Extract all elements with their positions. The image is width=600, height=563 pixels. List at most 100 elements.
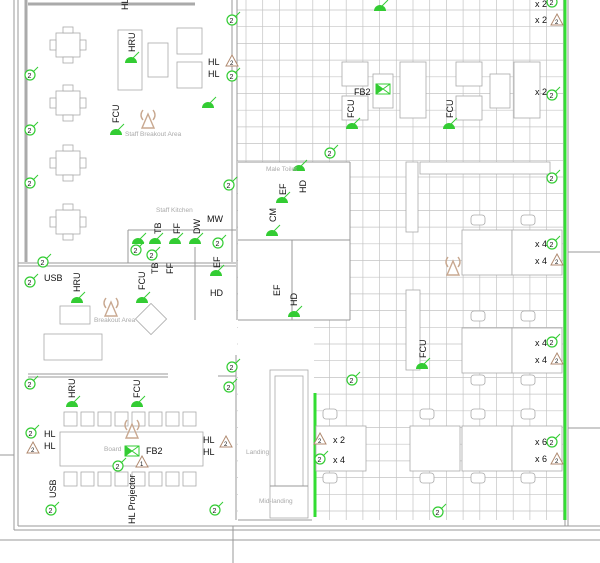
- furniture-item: [315, 425, 367, 472]
- triangle-marker-icon: 2: [550, 451, 564, 465]
- label-tb: TB: [153, 222, 163, 234]
- label-fcu: FCU: [418, 340, 428, 359]
- room-label-staff-breakout: Staff Breakout Area: [125, 131, 182, 138]
- furniture-item: [461, 425, 513, 472]
- svg-text:2: 2: [224, 442, 228, 448]
- svg-text:2: 2: [555, 260, 559, 266]
- triangle-marker-icon: 2: [550, 351, 564, 365]
- socket-icon: [189, 232, 204, 244]
- svg-text:2: 2: [230, 18, 234, 25]
- socket-multiplier: x 2: [333, 435, 345, 445]
- chair: [97, 471, 112, 487]
- socket-icon: [288, 305, 303, 317]
- room-label-landing: Landing: [246, 449, 270, 456]
- sofa: [43, 333, 103, 361]
- svg-text:2: 2: [328, 151, 332, 158]
- furniture-item: [513, 61, 541, 119]
- svg-text:2: 2: [227, 385, 231, 392]
- sofa: [147, 42, 169, 78]
- office-chair: [322, 472, 338, 484]
- double-socket-icon: 2: [212, 234, 227, 249]
- chair: [165, 471, 180, 487]
- socket-icon: [136, 291, 151, 303]
- chair: [63, 411, 78, 427]
- chair: [79, 97, 87, 109]
- furniture-item: [455, 95, 483, 121]
- label-hru: HRU: [127, 33, 137, 53]
- room-label-mid-landing: Mid-landing: [259, 498, 293, 505]
- socket-multiplier: x 4: [535, 239, 547, 249]
- sofa: [176, 61, 203, 89]
- socket-multiplier: x 2: [535, 15, 547, 25]
- chair: [62, 144, 74, 152]
- socket-multiplier: x 4: [535, 256, 547, 266]
- label-tb: TB: [150, 262, 160, 274]
- svg-text:2: 2: [28, 73, 32, 80]
- office-chair: [470, 310, 486, 322]
- chair: [182, 411, 197, 427]
- socket-icon: [169, 232, 184, 244]
- socket-multiplier: x 4: [333, 455, 345, 465]
- double-socket-icon: 2: [25, 424, 40, 439]
- chair: [79, 157, 87, 169]
- svg-text:2: 2: [227, 183, 231, 190]
- label-fcu: FCU: [445, 100, 455, 119]
- socket-icon: [346, 117, 361, 129]
- double-socket-icon: 2: [146, 246, 161, 261]
- triangle-marker-icon: 2: [550, 252, 564, 266]
- chair: [80, 411, 95, 427]
- dining-table: [55, 209, 81, 235]
- label-fb2: FB2: [146, 446, 163, 456]
- double-socket-icon: 2: [226, 67, 241, 82]
- chair: [165, 411, 180, 427]
- furniture-item: [511, 229, 563, 276]
- label-hl-projector: HL Projector: [127, 474, 137, 524]
- double-socket-icon: 2: [24, 121, 39, 136]
- office-chair: [520, 472, 536, 484]
- chair: [79, 216, 87, 228]
- socket-icon: [210, 264, 225, 276]
- svg-text:2: 2: [550, 242, 554, 249]
- svg-text:2: 2: [550, 176, 554, 183]
- dining-table: [55, 150, 81, 176]
- svg-text:2: 2: [550, 93, 554, 100]
- label-dw: DW: [192, 219, 202, 234]
- room-label-board: Board: [104, 446, 122, 453]
- svg-text:2: 2: [350, 378, 354, 385]
- room-label-male-toilet: Male Toilet: [266, 166, 297, 173]
- office-chair: [520, 310, 536, 322]
- double-socket-icon: 2: [130, 241, 145, 256]
- wifi-access-point-icon: [445, 256, 461, 276]
- socket-multiplier: x 6: [535, 454, 547, 464]
- double-socket-icon: 2: [226, 11, 241, 26]
- triangle-marker-icon: 1: [135, 454, 149, 468]
- svg-text:2: 2: [555, 20, 559, 26]
- label-hl: HL: [208, 69, 220, 79]
- label-hl: HL: [44, 441, 56, 451]
- office-chair: [322, 408, 338, 420]
- chair: [62, 174, 74, 182]
- svg-text:2: 2: [318, 439, 322, 445]
- svg-text:2: 2: [318, 457, 322, 464]
- socket-icon: [443, 117, 458, 129]
- double-socket-icon: 2: [45, 501, 60, 516]
- furniture-item: [419, 161, 551, 175]
- partitions: [313, 0, 567, 520]
- wifi-access-points: [103, 109, 461, 439]
- label-hd: HD: [298, 180, 308, 193]
- double-socket-icon: 2: [112, 457, 127, 472]
- furniture-item: [455, 61, 483, 87]
- chair: [182, 471, 197, 487]
- svg-text:2: 2: [550, 340, 554, 347]
- socket-icon: [110, 123, 125, 135]
- socket-icon: [125, 51, 140, 63]
- double-socket-icon: 2: [546, 333, 561, 348]
- floor-box-icon: [375, 83, 391, 95]
- svg-text:2: 2: [29, 431, 33, 438]
- label-fcu: FCU: [137, 272, 147, 291]
- furniture-item: [405, 289, 421, 371]
- socket-icon: [266, 224, 281, 236]
- breakout-table: [134, 302, 168, 336]
